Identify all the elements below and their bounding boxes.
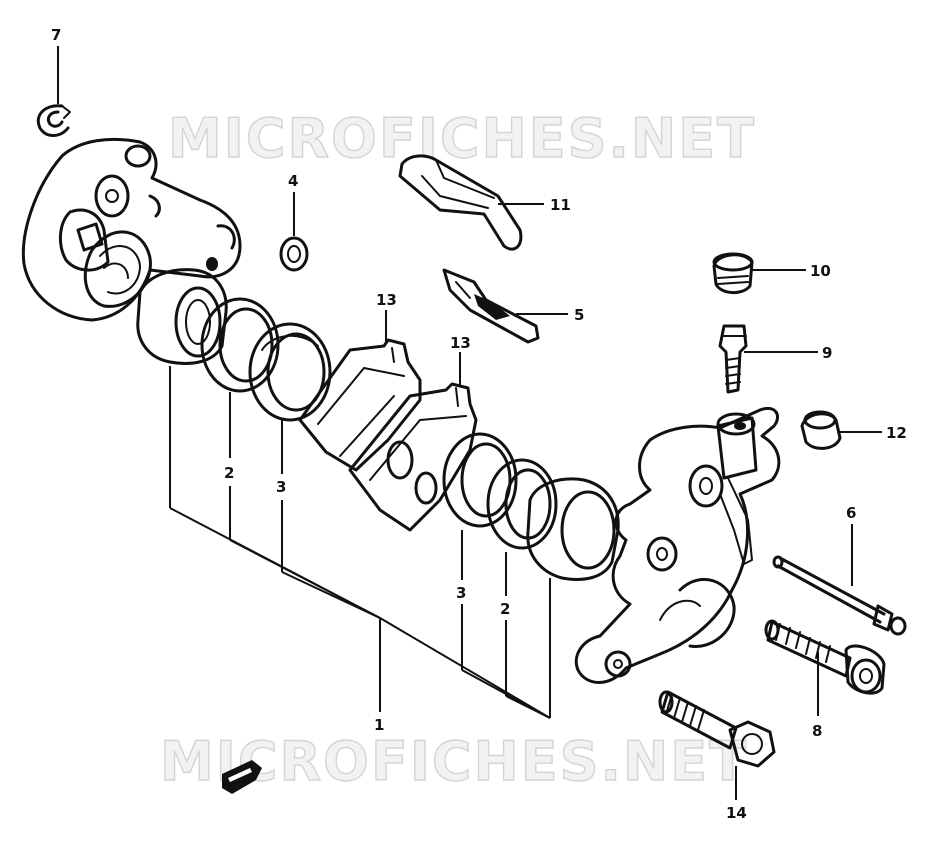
- part-6-pad-pin: [772, 555, 907, 636]
- piston-seal-right: [486, 458, 558, 550]
- part-10-bleeder-cap: [712, 252, 754, 294]
- part-4-washer: [279, 236, 309, 272]
- dust-seal-right: [442, 432, 518, 528]
- caliper-body-inner: [574, 407, 781, 684]
- watermark-bottom: MICROFICHES.NET: [160, 730, 748, 793]
- piston-right: [526, 477, 620, 581]
- brake-pad-inner: [348, 382, 478, 532]
- callout-9: 9: [822, 344, 832, 362]
- part-14-mounting-bolt: [658, 690, 776, 768]
- callout-1: 1: [374, 716, 384, 734]
- callout-11: 11: [550, 196, 571, 214]
- part-7-e-clip: [36, 104, 71, 137]
- callout-6: 6: [846, 504, 856, 522]
- callout-5: 5: [574, 306, 584, 324]
- part-9-bleeder-screw: [718, 324, 748, 394]
- callout-2-right: 2: [500, 600, 510, 618]
- watermark-top: MICROFICHES.NET: [168, 107, 756, 170]
- part-8-caliper-bolt: [764, 619, 886, 695]
- small-spring-part: [222, 760, 262, 794]
- callout-7: 7: [51, 26, 61, 44]
- callout-4: 4: [288, 172, 298, 190]
- dust-seal-left: [248, 322, 332, 422]
- callout-13-inner: 13: [450, 334, 471, 352]
- callout-3-left: 3: [276, 478, 286, 496]
- leader-lines: [57, 46, 882, 800]
- part-5-pad-retainer: [442, 268, 540, 344]
- callout-13-outer: 13: [376, 291, 397, 309]
- part-11-pad-spring: [398, 154, 523, 251]
- callout-14: 14: [726, 804, 747, 822]
- callout-10: 10: [810, 262, 831, 280]
- part-12-plug: [800, 410, 842, 450]
- callout-labels: 7 4 11 5 13 13 10 9 12 6 8 14 2 3 3 2 1: [51, 26, 907, 822]
- callout-2-left: 2: [224, 464, 234, 482]
- callout-3-right: 3: [456, 584, 466, 602]
- callout-12: 12: [886, 424, 907, 442]
- callout-8: 8: [812, 722, 822, 740]
- piston-left: [136, 268, 228, 365]
